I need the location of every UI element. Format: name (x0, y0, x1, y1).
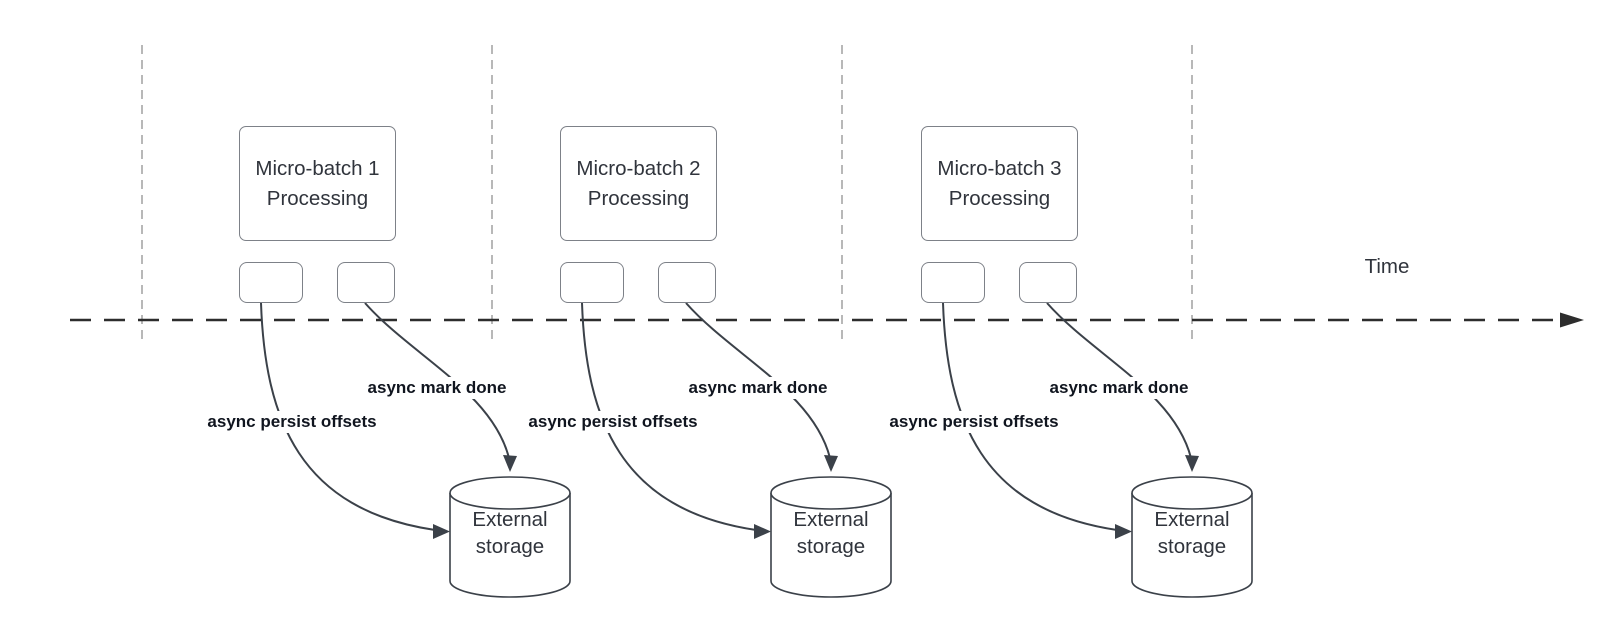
persist-offsets-arrow-1 (260, 302, 436, 531)
microbatch-2-shapes (581, 302, 892, 598)
time-axis-arrowhead-icon (1560, 312, 1584, 328)
microbatch-2-title: Micro-batch 2 (576, 156, 701, 180)
external-storage-label-1: External storage (450, 506, 570, 560)
microbatch-1-done-task-box (337, 262, 395, 303)
microbatch-2-subtitle: Processing (587, 186, 690, 210)
storage-cylinder-top-3 (1131, 476, 1253, 510)
microbatch-3-title: Micro-batch 3 (937, 156, 1062, 180)
mark-done-arrow-2 (685, 302, 831, 459)
mark-done-label-2: async mark done (685, 377, 831, 399)
persist-offsets-arrowhead-icon (754, 524, 771, 539)
mark-done-arrowhead-icon (503, 455, 517, 472)
storage-title-3: External (1154, 508, 1230, 531)
persist-offsets-arrow-3 (942, 302, 1118, 531)
microbatch-3-subtitle: Processing (948, 186, 1051, 210)
persist-offsets-arrowhead-icon (1115, 524, 1132, 539)
mark-done-arrow-1 (364, 302, 510, 459)
storage-title-1: External (472, 508, 548, 531)
external-storage-label-3: External storage (1132, 506, 1252, 560)
mark-done-arrowhead-icon (824, 455, 838, 472)
storage-cylinder-body-1 (449, 493, 571, 598)
microbatch-2-offset-task-box (560, 262, 624, 303)
persist-offsets-label-1: async persist offsets (204, 411, 380, 433)
storage-subtitle-2: storage (796, 535, 866, 558)
time-axis-label: Time (1364, 255, 1410, 278)
persist-offsets-arrow-2 (581, 302, 757, 531)
storage-title-2: External (793, 508, 869, 531)
storage-cylinder-body-2 (770, 493, 892, 598)
storage-cylinder-top-2 (770, 476, 892, 510)
storage-cylinder-top-1 (449, 476, 571, 510)
microbatch-3-processing-box: Micro-batch 3 Processing (921, 126, 1078, 241)
microbatch-1-shapes (260, 302, 571, 598)
persist-offsets-label-3: async persist offsets (886, 411, 1062, 433)
microbatch-1-title: Micro-batch 1 (255, 156, 380, 180)
persist-offsets-label-2: async persist offsets (525, 411, 701, 433)
mark-done-arrow-3 (1046, 302, 1192, 459)
microbatch-1-subtitle: Processing (266, 186, 369, 210)
microbatch-3-offset-task-box (921, 262, 985, 303)
microbatch-2-processing-box: Micro-batch 2 Processing (560, 126, 717, 241)
mark-done-label-1: async mark done (364, 377, 510, 399)
persist-offsets-arrowhead-icon (433, 524, 450, 539)
microbatch-3-shapes (942, 302, 1253, 598)
microbatch-1-processing-box: Micro-batch 1 Processing (239, 126, 396, 241)
microbatch-2-done-task-box (658, 262, 716, 303)
external-storage-label-2: External storage (771, 506, 891, 560)
mark-done-label-3: async mark done (1046, 377, 1192, 399)
mark-done-arrowhead-icon (1185, 455, 1199, 472)
microbatch-3-done-task-box (1019, 262, 1077, 303)
storage-cylinder-body-3 (1131, 493, 1253, 598)
storage-subtitle-3: storage (1157, 535, 1227, 558)
microbatch-1-offset-task-box (239, 262, 303, 303)
storage-subtitle-1: storage (475, 535, 545, 558)
